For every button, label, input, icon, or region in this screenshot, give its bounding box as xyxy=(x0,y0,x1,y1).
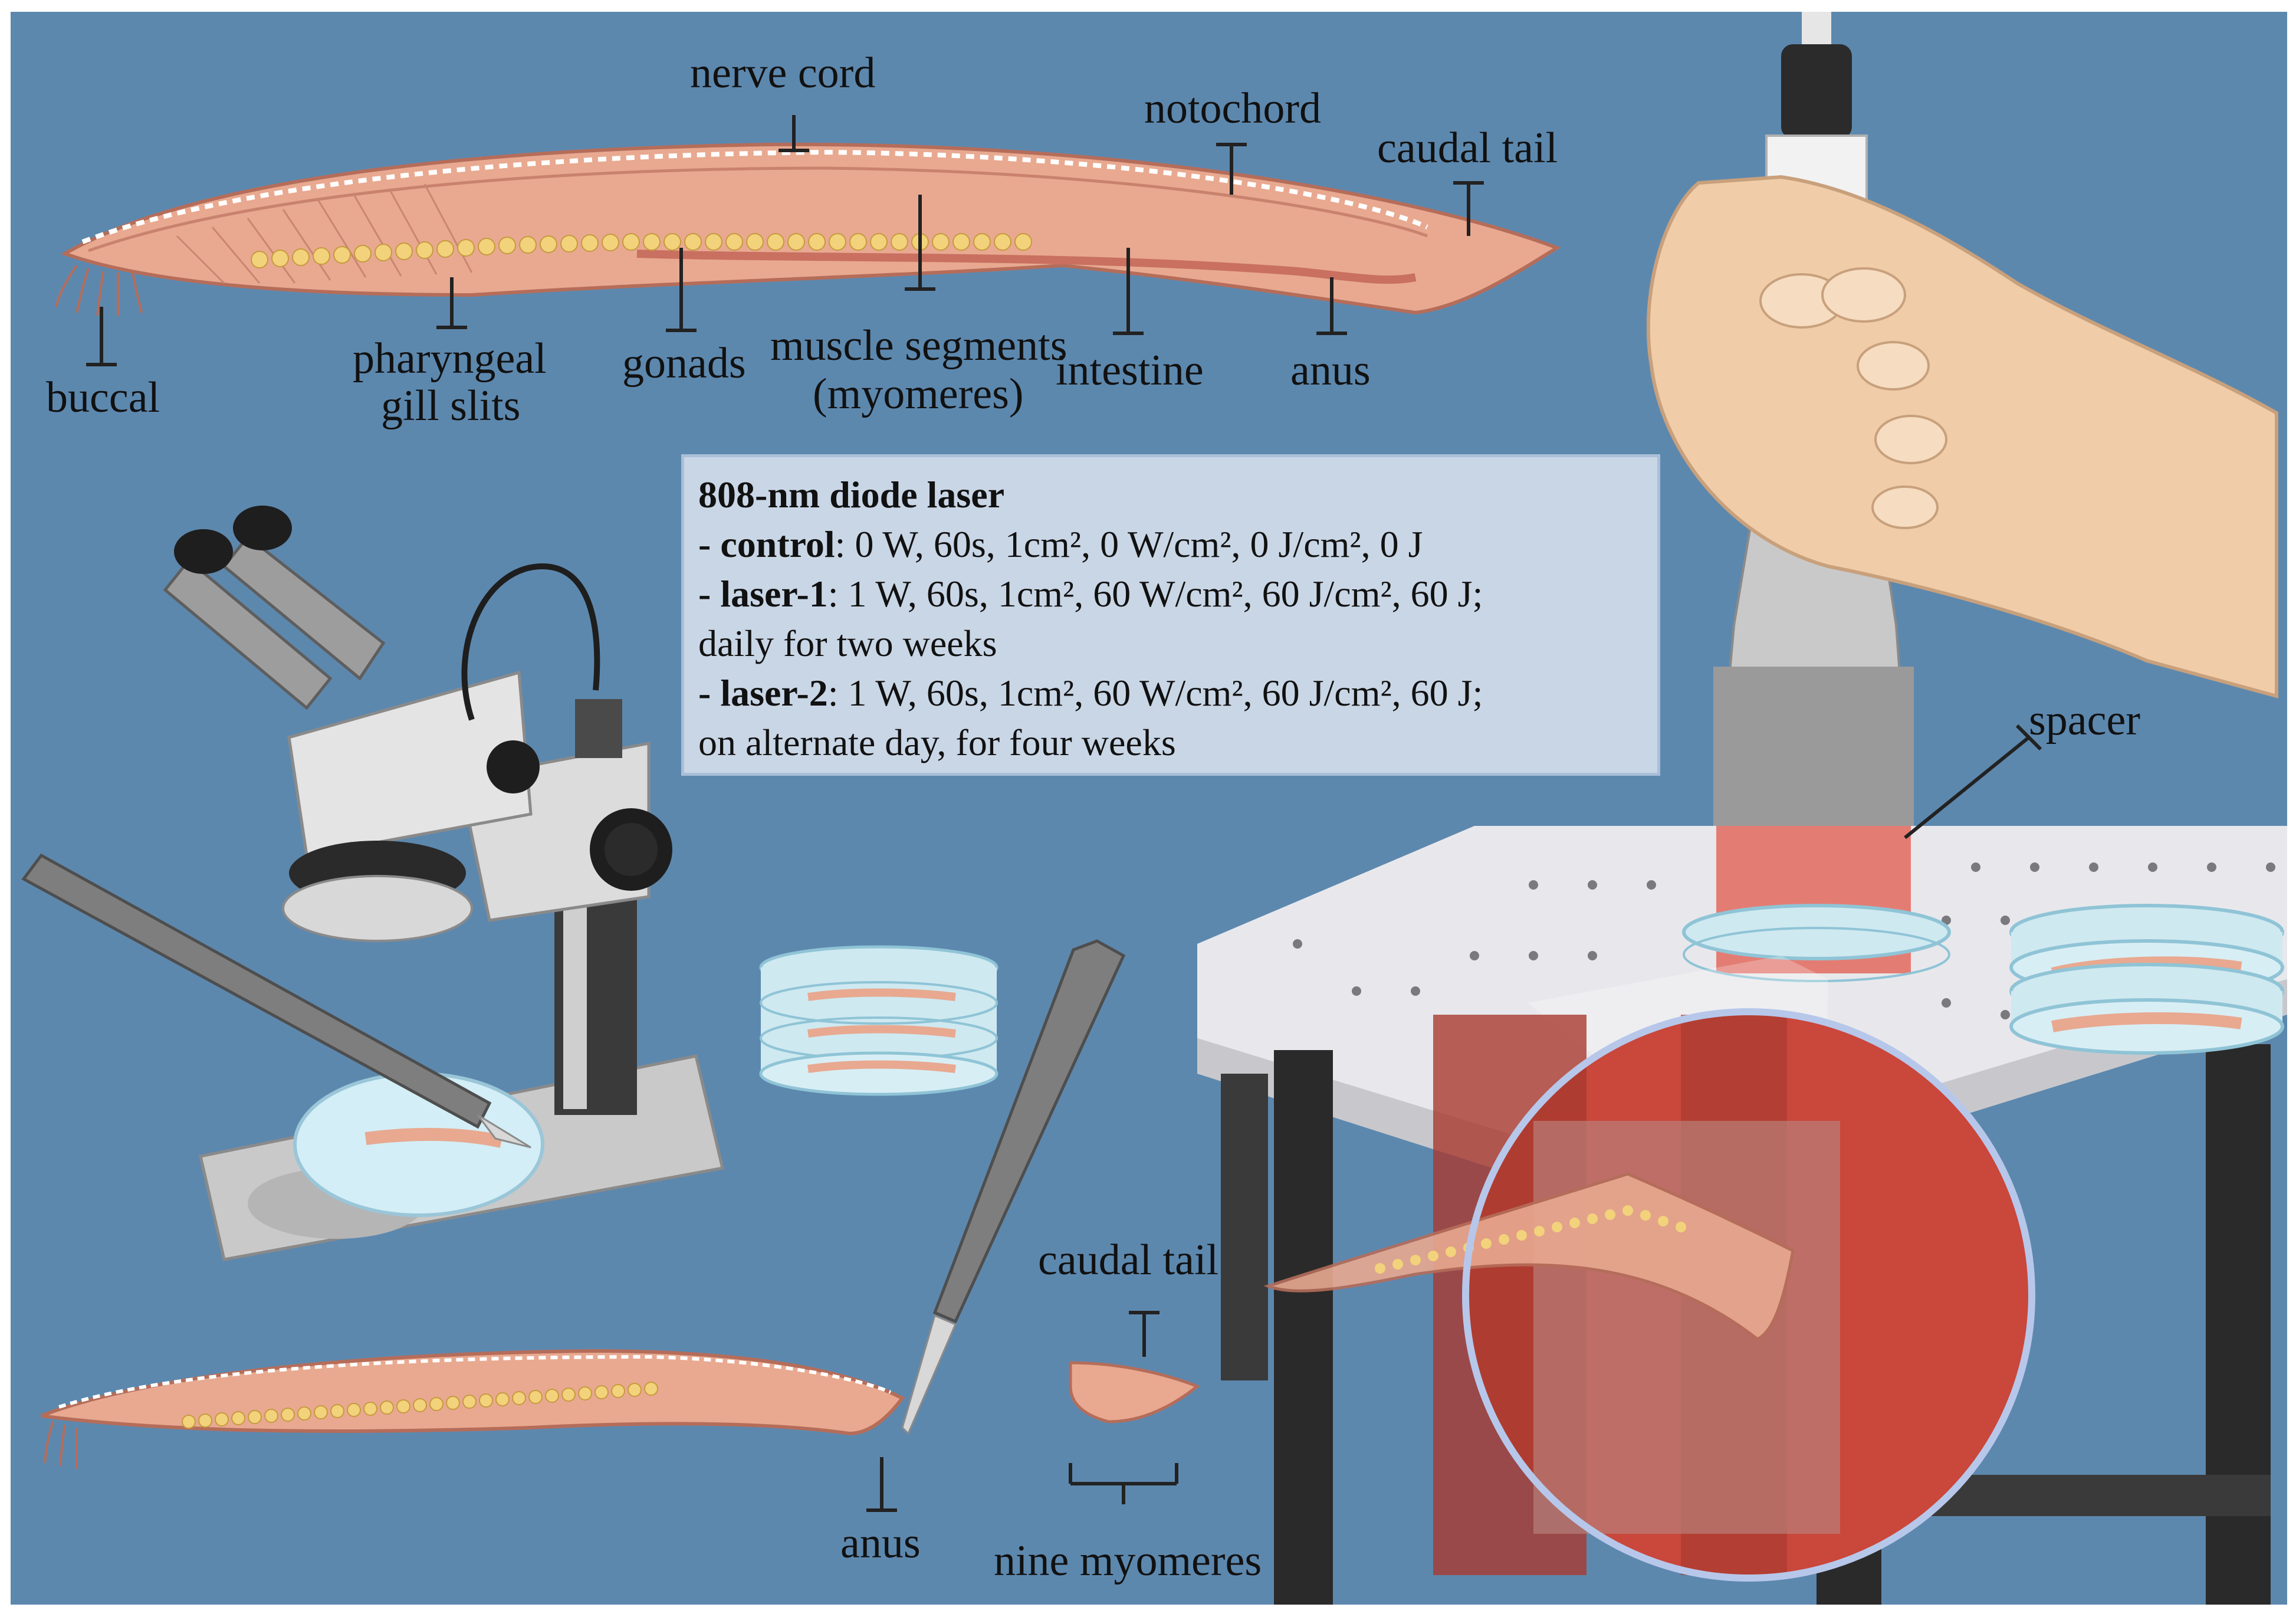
label-muscle-segments: muscle segments xyxy=(770,322,1067,370)
hand xyxy=(1646,175,2278,698)
label-myomeres: (myomeres) xyxy=(813,370,1024,418)
stacked-dishes-middle xyxy=(759,945,998,1096)
lancelet-top xyxy=(55,142,1561,316)
label-anus-bottom: anus xyxy=(840,1519,921,1567)
laser2-note: on alternate day, for four weeks xyxy=(698,721,1176,763)
label-nerve-cord: nerve cord xyxy=(690,49,875,97)
laser1-note: daily for two weeks xyxy=(698,622,997,664)
petri-dish-under-probe xyxy=(1682,904,1951,960)
laser2-value: : 1 W, 60s, 1cm², 60 W/cm², 60 J/cm², 60… xyxy=(827,672,1483,714)
label-spacer: spacer xyxy=(2029,696,2140,744)
label-nine-myomeres: nine myomeres xyxy=(994,1537,1262,1585)
label-caudal-tail-top: caudal tail xyxy=(1377,124,1558,172)
laser-box-title: 808-nm diode laser xyxy=(698,474,1005,516)
scalpel-left xyxy=(21,853,531,1149)
label-buccal: buccal xyxy=(46,373,160,422)
bottom-label-markers xyxy=(866,1311,1178,1512)
spacer-marker xyxy=(1904,724,2042,839)
top-label-markers xyxy=(86,115,1484,366)
label-pharyngeal: pharyngeal xyxy=(353,334,547,383)
label-anus-top: anus xyxy=(1290,346,1371,395)
control-key: - control xyxy=(698,523,835,565)
laser1-value: : 1 W, 60s, 1cm², 60 W/cm², 60 J/cm², 60… xyxy=(827,573,1483,615)
stacked-dishes-right xyxy=(2009,904,2284,1055)
lancelet-bottom xyxy=(40,1349,905,1469)
laser1-row: - laser-1: 1 W, 60s, 1cm², 60 W/cm², 60 … xyxy=(698,569,1643,619)
microscope xyxy=(163,506,725,1261)
control-value: : 0 W, 60s, 1cm², 0 W/cm², 0 J/cm², 0 J xyxy=(835,523,1423,565)
label-gonads: gonads xyxy=(622,339,746,388)
scalpel-middle xyxy=(901,939,1126,1435)
laser2-row: - laser-2: 1 W, 60s, 1cm², 60 W/cm², 60 … xyxy=(698,668,1643,718)
laser1-key: - laser-1 xyxy=(698,573,828,615)
label-gill-slits: gill slits xyxy=(381,382,520,430)
caudal-tail-piece xyxy=(1069,1361,1200,1424)
label-intestine: intestine xyxy=(1056,346,1204,395)
laser-parameters-box: 808-nm diode laser - control: 0 W, 60s, … xyxy=(681,454,1660,776)
control-row: - control: 0 W, 60s, 1cm², 0 W/cm², 0 J/… xyxy=(698,520,1643,569)
label-caudal-tail-bottom: caudal tail xyxy=(1038,1236,1218,1284)
laser2-key: - laser-2 xyxy=(698,672,828,714)
magnified-view xyxy=(1263,956,2035,1582)
label-notochord: notochord xyxy=(1144,84,1321,133)
